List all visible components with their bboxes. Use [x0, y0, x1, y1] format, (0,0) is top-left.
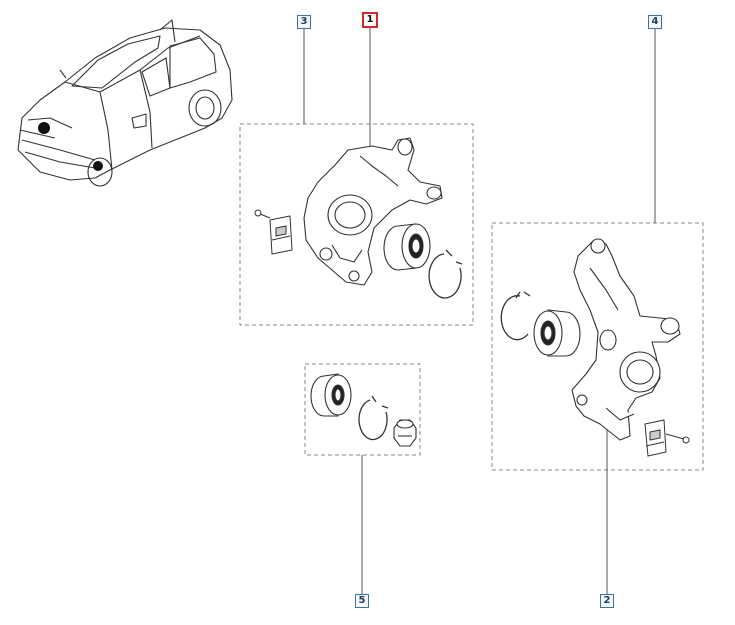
callout-3[interactable]: 3 [297, 15, 311, 29]
wheel-bearing-right-icon [533, 309, 581, 357]
car-outline-icon [17, 19, 233, 187]
callout-4[interactable]: 4 [648, 15, 662, 29]
bolt-right-icon [665, 433, 690, 444]
abs-shield-plate-right-icon [644, 419, 667, 457]
wheel-bearing-kit-icon [310, 373, 352, 417]
leader-lines [303, 28, 656, 594]
car-front-wheel-marker [38, 122, 50, 134]
callout-2[interactable]: 2 [600, 594, 614, 608]
circlip-ring-icon [428, 249, 463, 299]
callout-1-selected[interactable]: 1 [362, 12, 378, 28]
circlip-ring-right-icon [500, 291, 531, 341]
abs-shield-plate-icon [269, 215, 293, 255]
steering-knuckle-icon [303, 137, 443, 286]
circlip-ring-kit-icon [358, 395, 389, 441]
car-rear-wheel-marker [93, 161, 103, 171]
steering-knuckle-right-icon [571, 238, 681, 441]
group-box-5 [304, 363, 421, 456]
callout-5[interactable]: 5 [355, 594, 369, 608]
wheel-bearing-icon [383, 223, 431, 271]
group-box-4 [491, 222, 704, 471]
hub-nut-icon [393, 419, 417, 447]
bolt-icon [254, 209, 271, 219]
